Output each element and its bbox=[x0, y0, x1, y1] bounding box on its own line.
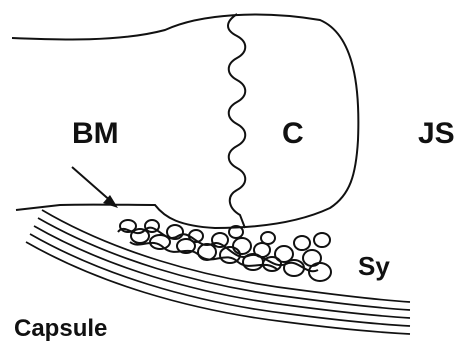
wavy-interface-line bbox=[228, 14, 245, 228]
bone-outline-top bbox=[12, 15, 358, 228]
label-bm: BM bbox=[72, 117, 119, 150]
synovial-cells bbox=[118, 220, 331, 281]
label-c: C bbox=[282, 117, 304, 150]
label-sy: Sy bbox=[358, 251, 390, 281]
arrow-pointer bbox=[72, 167, 118, 208]
label-js: JS bbox=[418, 117, 455, 150]
label-capsule: Capsule bbox=[14, 315, 107, 342]
